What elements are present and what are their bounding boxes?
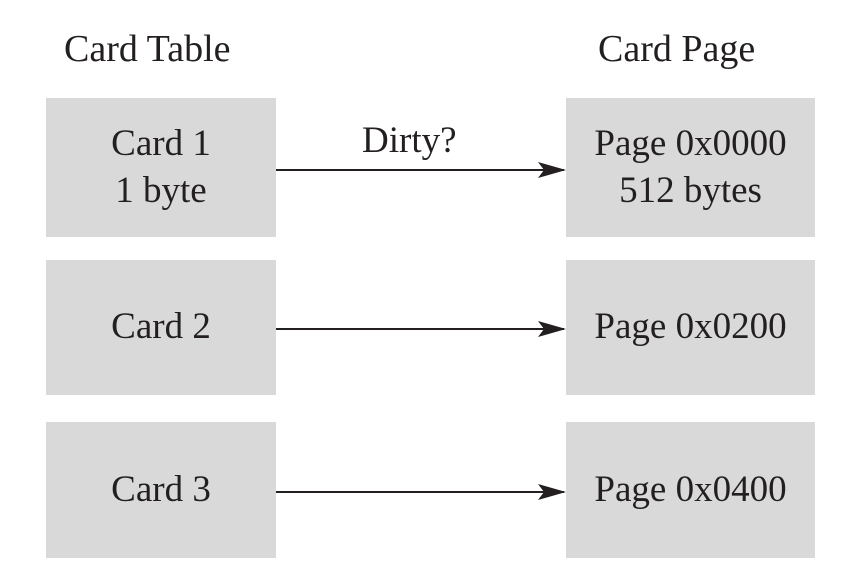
- dirty-label: Dirty?: [362, 120, 457, 161]
- card-2-label: Card 2: [111, 306, 211, 348]
- page-0400-label: Page 0x0400: [594, 468, 787, 510]
- page-0200-label: Page 0x0200: [594, 306, 787, 348]
- card-3-box: Card 3: [46, 422, 276, 558]
- card-1-size: 1 byte: [115, 169, 207, 211]
- page-0400-box: Page 0x0400: [566, 422, 815, 558]
- page-0200-box: Page 0x0200: [566, 260, 815, 395]
- page-0000-label: Page 0x0000: [594, 123, 787, 165]
- card-1-label: Card 1: [111, 123, 211, 165]
- card-table-heading: Card Table: [64, 28, 231, 70]
- card-1-box: Card 1 1 byte: [46, 98, 276, 237]
- card-page-heading: Card Page: [598, 28, 756, 70]
- card-2-box: Card 2: [46, 260, 276, 395]
- card-3-label: Card 3: [111, 468, 211, 510]
- page-0000-size: 512 bytes: [619, 169, 762, 211]
- page-0000-box: Page 0x0000 512 bytes: [566, 98, 815, 237]
